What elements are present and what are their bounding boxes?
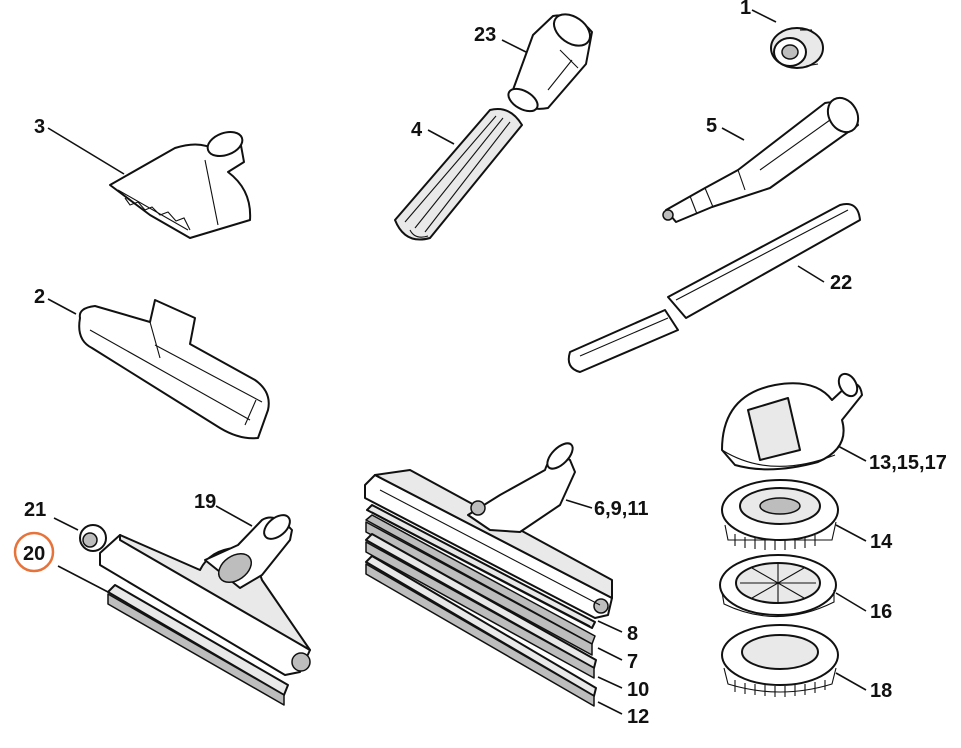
part-23-adapter-tube[interactable] bbox=[505, 8, 596, 116]
part-14-oval-brush[interactable] bbox=[721, 479, 839, 550]
part-18-horsehair-brush[interactable] bbox=[721, 624, 839, 697]
leader-lines bbox=[47, 9, 867, 715]
label-part-6-9-11[interactable]: 6,9,11 bbox=[594, 498, 649, 520]
part-7-brush-strip[interactable] bbox=[365, 514, 596, 656]
label-part-19[interactable]: 19 bbox=[194, 491, 216, 513]
part-2-wet-nozzle[interactable] bbox=[78, 299, 270, 440]
label-part-20[interactable]: 20 bbox=[23, 543, 45, 565]
part-20-brush-strip[interactable] bbox=[107, 584, 289, 706]
label-part-3[interactable]: 3 bbox=[34, 116, 45, 138]
label-part-12[interactable]: 12 bbox=[627, 706, 649, 728]
label-part-14[interactable]: 14 bbox=[870, 531, 893, 553]
part-19-floor-nozzle[interactable] bbox=[99, 510, 311, 676]
part-8-wiper-strip[interactable] bbox=[366, 504, 596, 629]
label-part-13-15-17[interactable]: 13,15,17 bbox=[869, 452, 947, 474]
part-1-adapter-ring[interactable] bbox=[770, 27, 824, 69]
label-part-2[interactable]: 2 bbox=[34, 286, 45, 308]
part-22-crevice-tool[interactable] bbox=[567, 203, 861, 373]
part-10-rubber-strip[interactable] bbox=[365, 533, 597, 679]
label-part-1[interactable]: 1 bbox=[740, 0, 751, 19]
label-part-4[interactable]: 4 bbox=[411, 119, 423, 141]
label-part-16[interactable]: 16 bbox=[870, 601, 892, 623]
label-part-10[interactable]: 10 bbox=[627, 679, 649, 701]
label-part-7[interactable]: 7 bbox=[627, 651, 638, 673]
part-13-15-17-dusting-brush[interactable] bbox=[721, 371, 863, 471]
part-4-crevice-nozzle[interactable] bbox=[394, 108, 523, 241]
part-16-brush-insert-grille[interactable] bbox=[719, 554, 837, 618]
part-3-upholstery-nozzle[interactable] bbox=[109, 128, 252, 239]
selected-part-highlight bbox=[13, 531, 55, 573]
part-6-9-11-floor-nozzle[interactable] bbox=[364, 439, 613, 619]
label-part-5[interactable]: 5 bbox=[706, 115, 717, 137]
label-part-8[interactable]: 8 bbox=[627, 623, 638, 645]
label-part-21[interactable]: 21 bbox=[24, 499, 46, 521]
label-part-18[interactable]: 18 bbox=[870, 680, 892, 702]
label-part-23[interactable]: 23 bbox=[474, 24, 496, 46]
part-21-cap[interactable] bbox=[79, 524, 107, 552]
part-5-tapered-extension-tube[interactable] bbox=[662, 92, 864, 223]
part-12-squeegee-strip[interactable] bbox=[365, 555, 597, 707]
label-part-22[interactable]: 22 bbox=[830, 272, 852, 294]
